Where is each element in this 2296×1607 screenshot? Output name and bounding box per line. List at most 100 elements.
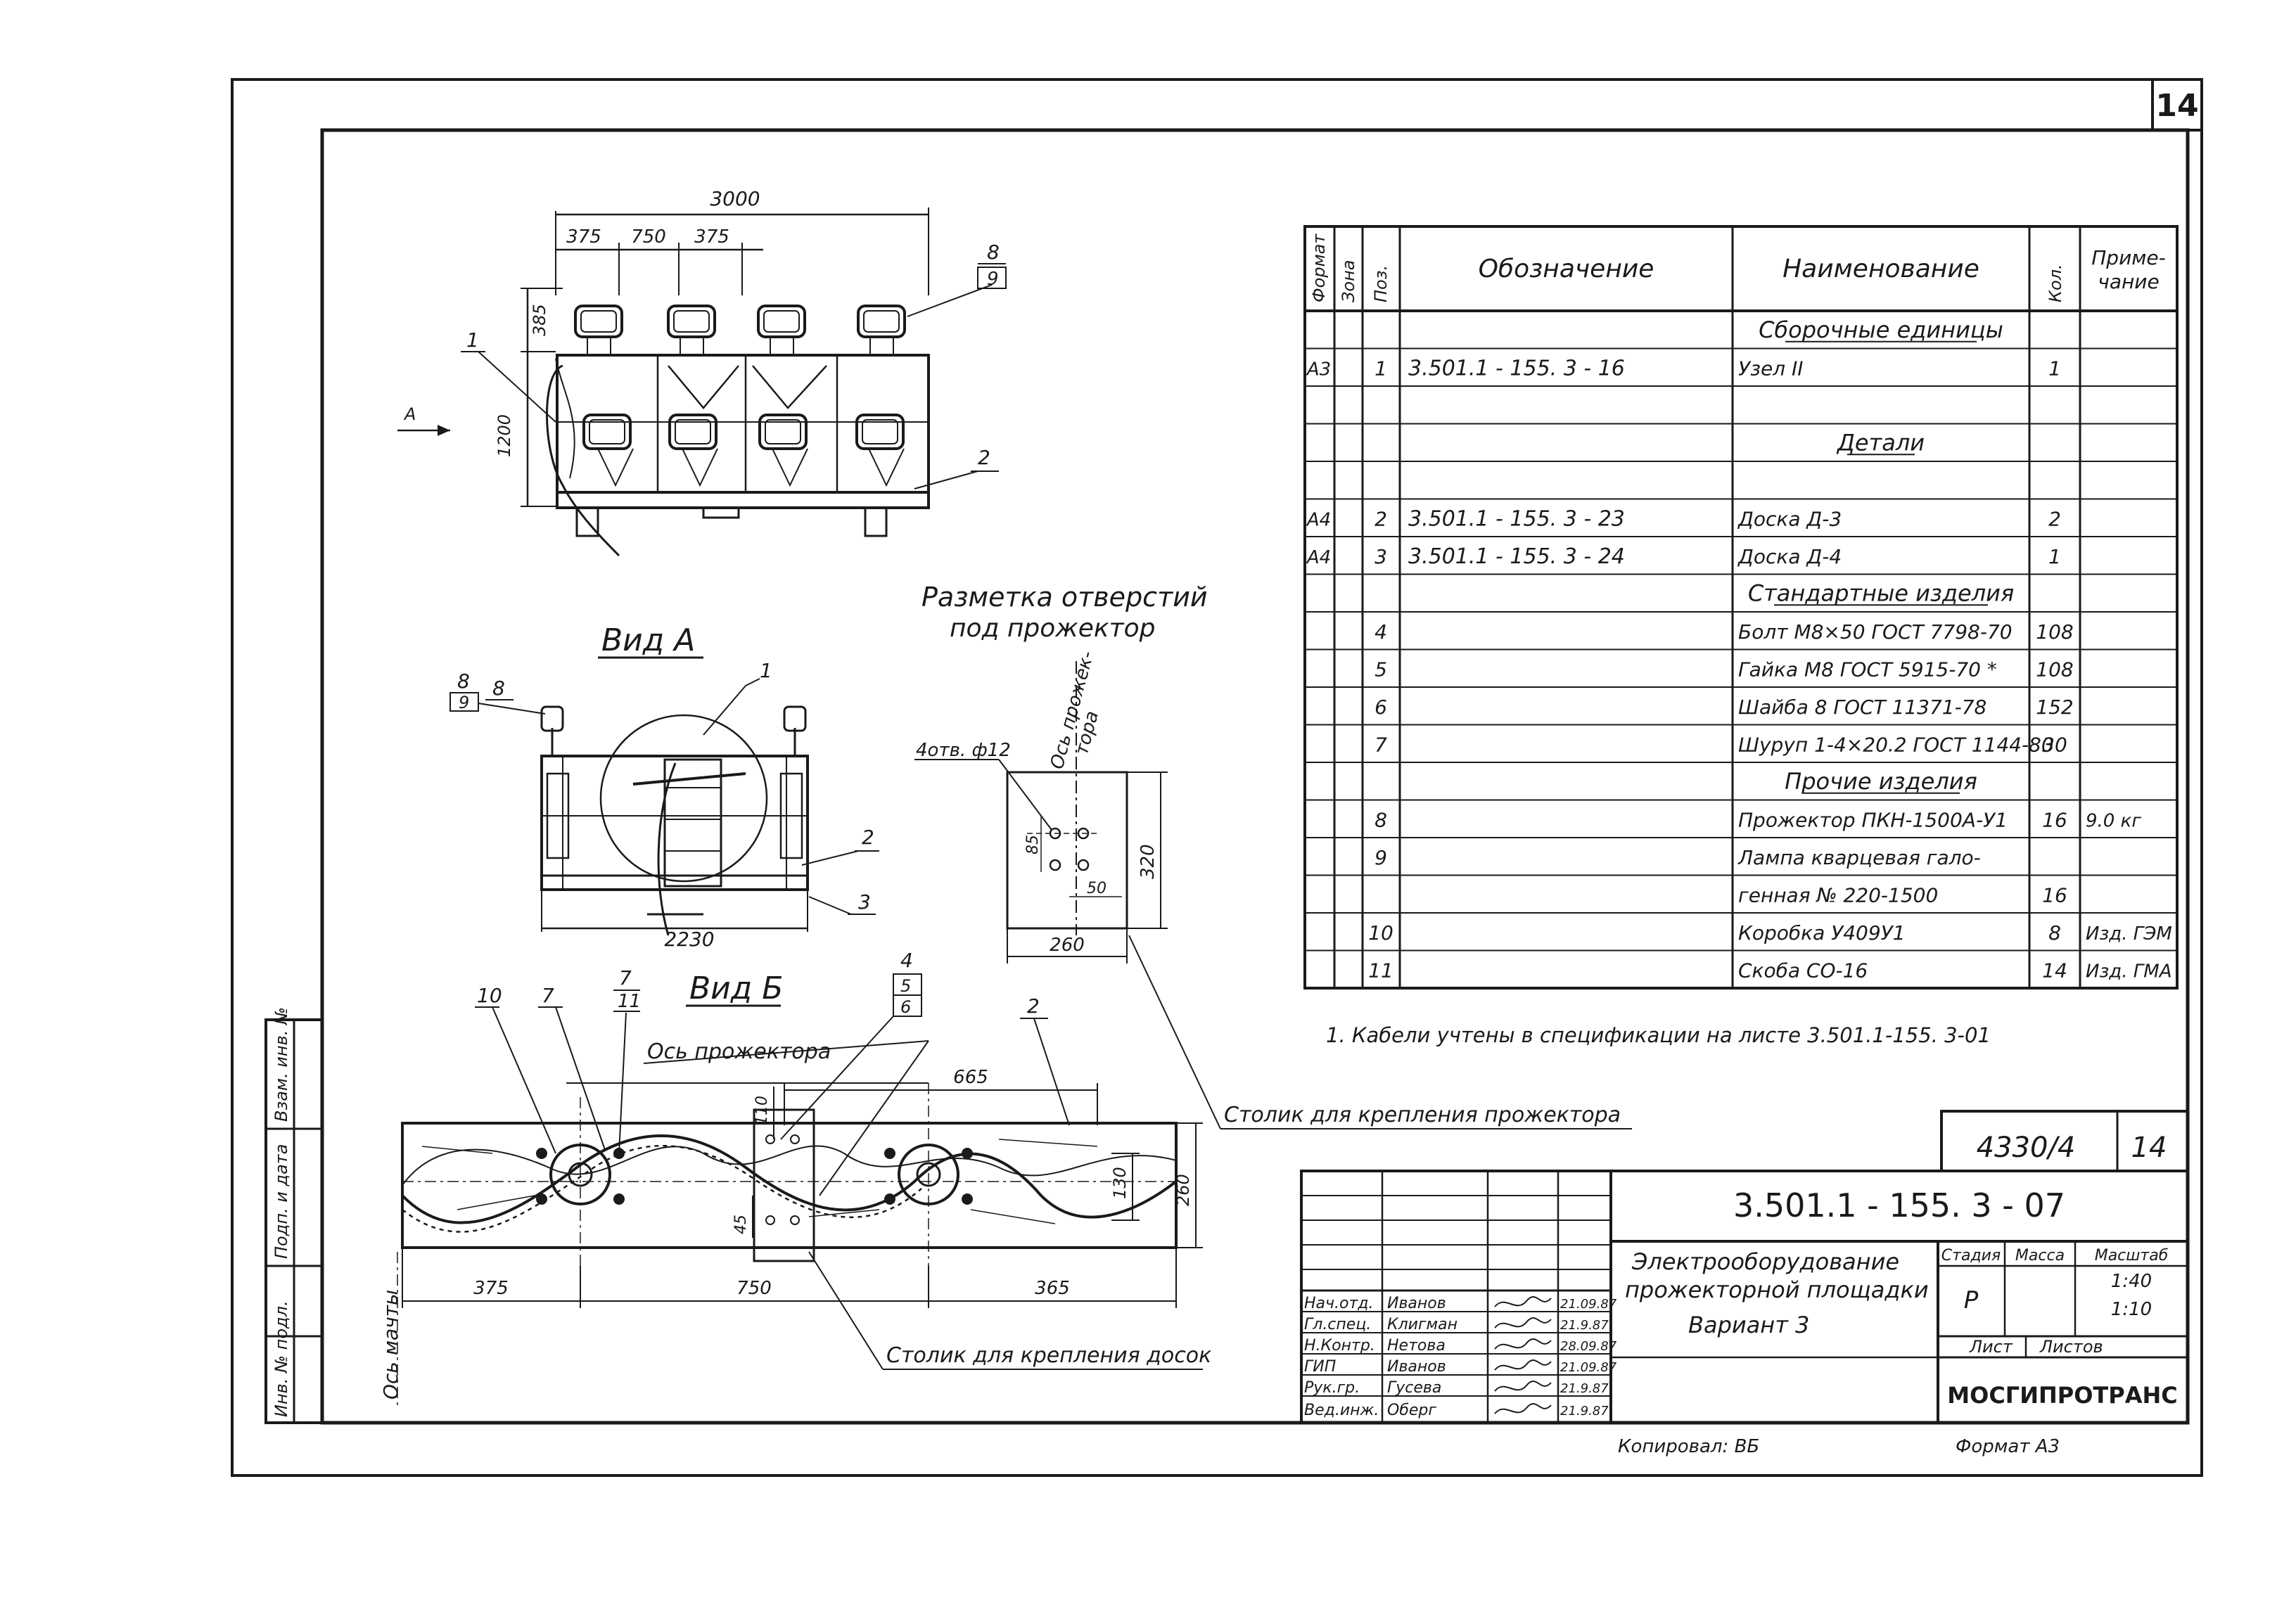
organization: МОСГИПРОТРАНС: [1947, 1382, 2177, 1409]
view-a-callout-1: 1: [760, 659, 772, 682]
spec-cell-name: Гайка М8 ГОСТ 5915-70 *: [1738, 658, 1997, 681]
scale-header: Масштаб: [2095, 1247, 2169, 1265]
inner-frame: [320, 128, 2190, 1425]
view-b-callout-10: 10: [477, 984, 502, 1007]
stage-value: Р: [1964, 1286, 1979, 1314]
view-b-callout-7b: 7: [619, 966, 632, 990]
doc-title-1: Электрооборудование: [1631, 1248, 1899, 1275]
scale-2: 1:10: [2111, 1299, 2152, 1320]
view-b-callout-7: 7: [542, 984, 554, 1007]
sheet-header: Лист: [1969, 1337, 2013, 1357]
view-b-dim-260: 260: [1173, 1174, 1193, 1206]
view-b-callout-11: 11: [618, 991, 641, 1012]
spec-header-zone: Зона: [1339, 260, 1358, 302]
stamp-name: Иванов: [1387, 1358, 1446, 1376]
stamp-role: Вед.инж.: [1304, 1402, 1379, 1419]
doc-title-3: Вариант 3: [1688, 1312, 1809, 1338]
spec-cell-pos: 11: [1368, 959, 1393, 982]
side-stamp-sign: Подп. и дата: [272, 1144, 291, 1260]
view-b: Вид Б Ось прожектора: [379, 949, 1203, 1407]
view-b-callout-5: 5: [900, 976, 911, 996]
spec-cell-pos: 1: [1375, 357, 1387, 380]
spec-header-format: Формат: [1309, 233, 1329, 302]
spec-section-heading: Детали: [1836, 429, 1925, 456]
stamp-role: Гл.спец.: [1304, 1316, 1371, 1333]
spec-cell-qty: 8: [2048, 921, 2061, 945]
document-code: 3.501.1 - 155. 3 - 07: [1733, 1186, 2065, 1224]
spec-cell-note: 9.0 кг: [2086, 810, 2141, 831]
signature-mark: [1494, 1317, 1552, 1329]
spec-cell-name: Доска Д-3: [1737, 507, 1842, 530]
corner-sheet-box: [2151, 78, 2203, 132]
view-b-callout-6: 6: [900, 997, 911, 1017]
spec-cell-qty: 16: [2042, 808, 2067, 831]
spec-cell-name: Шуруп 1-4×20.2 ГОСТ 1144-80: [1738, 733, 2054, 756]
spec-cell-name: Шайба 8 ГОСТ 11371-78: [1738, 696, 1986, 719]
spec-cell-designation: 3.501.1 - 155. 3 - 24: [1408, 544, 1625, 569]
top-callout-2: 2: [978, 446, 990, 469]
format-label: Формат А3: [1956, 1436, 2060, 1457]
spec-cell-qty: 16: [2042, 883, 2067, 907]
top-view: 3000 375 750 375 385 1200: [397, 187, 1007, 557]
markup-holes: 4отв. ф12: [916, 740, 1011, 761]
markup-dim-260: 260: [1050, 935, 1085, 956]
view-b-callout-4: 4: [900, 949, 913, 972]
stamp-name: Оберг: [1387, 1402, 1436, 1419]
spec-header-note: Приме-: [2091, 246, 2165, 269]
stamp-date: 21.09.87: [1560, 1297, 1617, 1312]
stamp-role: Рук.гр.: [1304, 1379, 1360, 1397]
hole-markup: Разметка отверстий под прожектор 85 50 4…: [914, 582, 1208, 963]
spec-cell-pos: 7: [1375, 733, 1387, 756]
sheets-header: Листов: [2039, 1337, 2103, 1357]
view-b-title: Вид Б: [689, 971, 783, 1006]
dim-385: 385: [530, 304, 549, 336]
markup-dim-320: 320: [1137, 844, 1159, 879]
view-b-callout-2: 2: [1027, 994, 1040, 1018]
stamp-name: Клигман: [1387, 1316, 1458, 1333]
spec-cell-qty: 2: [2048, 507, 2061, 530]
view-b-dim-110: 110: [753, 1096, 771, 1125]
markup-dim-85: 85: [1024, 835, 1042, 854]
markup-title-1: Разметка отверстий: [921, 582, 1208, 613]
mass-header: Масса: [2015, 1247, 2065, 1265]
dim-1200: 1200: [495, 414, 514, 457]
view-a-callout-2: 2: [862, 826, 874, 849]
dim-3000: 3000: [710, 187, 760, 210]
side-stamp-replace: Взам. инв. №: [272, 1007, 291, 1122]
outer-frame: [231, 78, 2203, 1477]
view-a-title: Вид А: [601, 622, 695, 658]
stamp-name: Иванов: [1387, 1295, 1446, 1312]
top-callout-9: 9: [987, 269, 999, 290]
side-stamp: Инв. № подл. Подп. и дата Взам. инв. №: [264, 1007, 324, 1424]
spec-cell-name: Скоба СО-16: [1738, 959, 1868, 982]
spec-cell-pos: 5: [1375, 658, 1387, 681]
signature-mark: [1494, 1296, 1552, 1307]
view-a-callout-8b: 8: [457, 670, 470, 693]
spec-cell-pos: 4: [1375, 620, 1387, 644]
side-stamp-inv: Инв. № подл.: [272, 1300, 291, 1417]
mast-axis-label: Ось мачты: [379, 1290, 402, 1400]
corner-sheet-number: 14: [2155, 88, 2198, 124]
spec-cell-note: Изд. ГМА: [2086, 961, 2171, 982]
dim-375-a: 375: [566, 226, 601, 248]
doc-title-2: прожекторной площадки: [1625, 1276, 1929, 1303]
view-a-callout-3: 3: [858, 890, 871, 914]
view-b-dim-45: 45: [732, 1215, 750, 1234]
spec-cell-designation: 3.501.1 - 155. 3 - 23: [1408, 506, 1625, 531]
stamp-date: 28.09.87: [1560, 1339, 1617, 1354]
spec-cell-format: А3: [1306, 359, 1331, 380]
signature-mark: [1494, 1359, 1552, 1371]
spec-header-note-2: чание: [2098, 270, 2159, 293]
spec-section-heading: Прочие изделия: [1785, 768, 1977, 795]
sheet-number: 14: [2131, 1132, 2167, 1164]
view-b-dim-665: 665: [953, 1067, 988, 1088]
top-callout-8: 8: [987, 241, 1000, 264]
stamp-role: Нач.отд.: [1304, 1295, 1374, 1312]
stamp-date: 21.9.87: [1560, 1318, 1609, 1333]
stamp-date: 21.9.87: [1560, 1381, 1609, 1396]
top-callout-1: 1: [466, 328, 479, 352]
stamp-date: 21.09.87: [1560, 1360, 1617, 1375]
spec-cell-name: Лампа кварцевая гало-: [1737, 846, 1981, 869]
